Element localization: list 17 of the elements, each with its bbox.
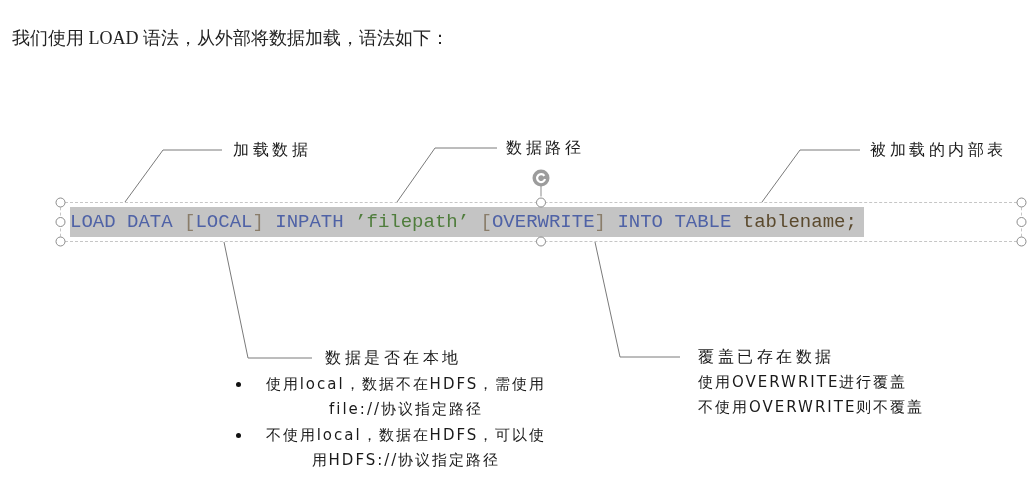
leader-line xyxy=(396,147,498,203)
note-text: 使用OVERWRITE进行覆盖 xyxy=(698,372,908,393)
list-item-text: 不使用local，数据在HDFS，可以使用HDFS://协议指定路径 xyxy=(264,424,548,471)
code-text-box xyxy=(60,202,1022,242)
note-text: 不使用OVERWRITE则不覆盖 xyxy=(698,397,925,418)
callout-label: 覆盖已存在数据 xyxy=(680,346,835,368)
heading-text: 我们使用 LOAD 语法，从外部将数据加载，语法如下： xyxy=(12,27,449,50)
leader-line xyxy=(223,241,313,359)
list-item-text: 使用local，数据不在HDFS，需使用file://协议指定路径 xyxy=(264,373,548,420)
callout-label: 数据是否在本地 xyxy=(312,347,462,369)
callout-label: 加载数据 xyxy=(222,139,311,161)
callout-label: 被加载的内部表 xyxy=(860,139,1007,161)
leader-line xyxy=(761,149,861,203)
callout-label: 数据路径 xyxy=(497,137,584,159)
leader-line xyxy=(594,241,681,358)
leader-line xyxy=(124,149,223,203)
code-text: LOAD DATA [LOCAL] INPATH ’filepath’ [OVERWRITE] INTO TABLE tablename; xyxy=(70,207,864,237)
